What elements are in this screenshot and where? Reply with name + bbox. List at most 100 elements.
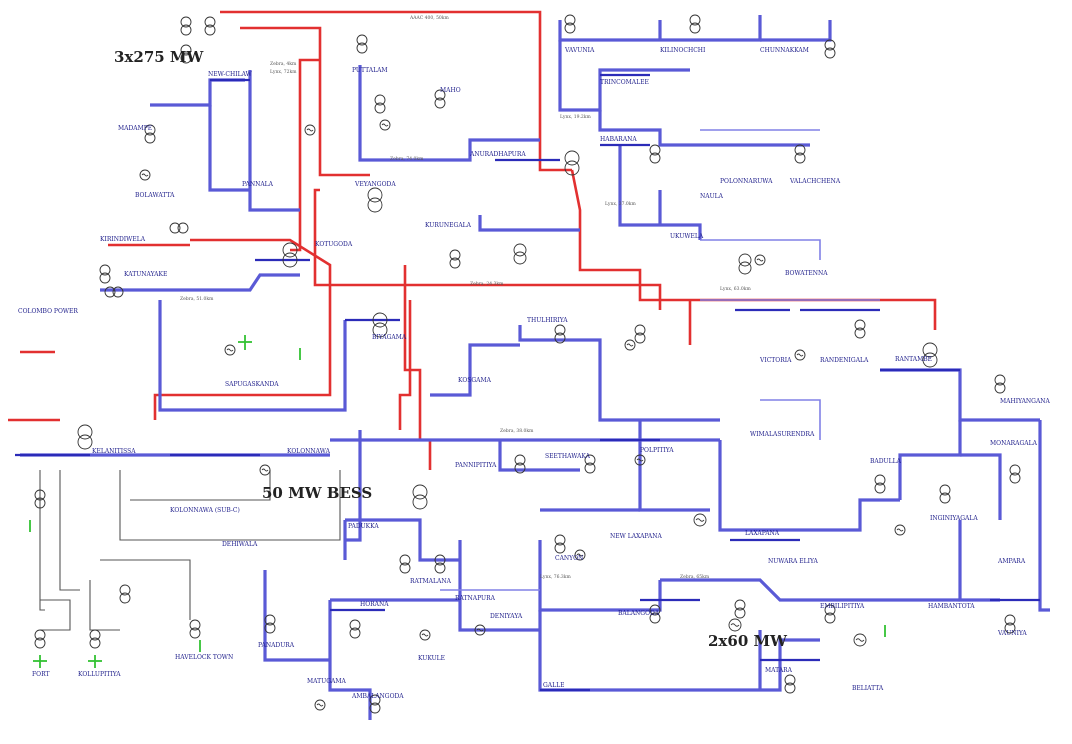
transformer-icon xyxy=(104,286,124,298)
transformer-icon xyxy=(784,674,796,694)
transformer-icon xyxy=(119,584,131,604)
cable-havelock-sub xyxy=(100,559,191,620)
line-seethawaka xyxy=(498,440,580,472)
station-label-colombo-power: COLOMBO POWER xyxy=(18,308,78,315)
station-label-beliatta: BELIATTA xyxy=(852,685,884,692)
station-labels: NEW-CHILAW PUTTALAM MAHO MADAMPE BOLAWAT… xyxy=(18,47,1051,700)
line-label: Zebra, 74.0km xyxy=(390,156,424,162)
line-nuwara-eliya xyxy=(790,498,900,532)
transformer-icon xyxy=(514,454,526,474)
capacitors xyxy=(29,335,886,668)
line-label: Lynx, 72km xyxy=(270,69,297,75)
station-label-ampara: AMPARA xyxy=(997,558,1026,565)
station-label-rantambe: RANTAMBE xyxy=(895,356,932,363)
generator-icon xyxy=(304,124,316,136)
station-label-inginiyagala: INGINIYAGALA xyxy=(930,515,978,522)
line-anuradhapura-rantambe xyxy=(570,169,937,330)
transformers xyxy=(34,14,1021,714)
line-ratnapura xyxy=(458,540,540,632)
line-ampara xyxy=(1038,420,1050,612)
station-label-madampe: MADAMPE xyxy=(118,125,152,132)
station-label-sapugaskanda: SAPUGASKANDA xyxy=(225,381,279,388)
station-label-matugama: MATUGAMA xyxy=(307,678,346,685)
line-laxapana xyxy=(718,440,790,532)
station-label-ratmalana: RATMALANA xyxy=(410,578,452,585)
line-anuradhapura-newchilaw xyxy=(358,65,540,162)
line-polpitiya xyxy=(638,420,710,512)
line-kurunegala xyxy=(478,215,580,232)
cable-dehiwala xyxy=(130,470,271,501)
line-label: Zebra, 24.3km xyxy=(470,281,504,287)
station-label-bowatenna: BOWATENNA xyxy=(785,270,828,277)
generator-icon xyxy=(794,349,806,361)
station-label-biyagama: BIYAGAMA xyxy=(372,334,407,341)
transformer-icon xyxy=(1004,614,1016,634)
station-label-bolawatta: BOLAWATTA xyxy=(135,192,175,199)
station-label-galle: GALLE xyxy=(543,682,564,689)
station-label-padukka: PADUKKA xyxy=(348,523,379,530)
transformer-icon xyxy=(874,474,886,494)
transformer-icon xyxy=(204,16,216,36)
cable-sub-b xyxy=(89,580,120,631)
transformer-icon xyxy=(564,14,576,34)
station-label-havelock: HAVELOCK TOWN xyxy=(175,654,233,661)
transformer-icon xyxy=(282,242,298,268)
generator-icon xyxy=(693,513,707,527)
station-label-anuradhapura: ANURADHAPURA xyxy=(469,151,526,158)
transformer-icon xyxy=(922,342,938,368)
line-puttalam-bus xyxy=(248,70,300,212)
network-220kv xyxy=(8,10,937,470)
station-label-laxapana: LAXAPANA xyxy=(745,530,780,537)
line-katunayake xyxy=(100,273,300,292)
station-label-matara: MATARA xyxy=(765,667,793,674)
station-label-kilinochchi: KILINOCHCHI xyxy=(660,47,706,54)
transformer-icon xyxy=(824,604,836,624)
transformer-icon xyxy=(356,34,368,54)
station-label-deniyaya: DENIYAYA xyxy=(490,613,523,620)
transformer-icon xyxy=(369,694,381,714)
line-newchilaw-kotugoda xyxy=(290,58,320,252)
cable-fort-box xyxy=(40,599,71,631)
station-label-mahiyangana: MAHIYANGANA xyxy=(1000,398,1051,405)
station-label-monaragala: MONARAGALA xyxy=(990,440,1038,447)
transformer-icon xyxy=(264,614,276,634)
transformer-icon xyxy=(99,264,111,284)
line-balangoda xyxy=(538,540,662,612)
station-label-naula: NAULA xyxy=(700,193,724,200)
transformer-icon xyxy=(34,629,46,649)
buses xyxy=(15,73,1040,692)
cable-kollupitiya xyxy=(59,470,80,591)
transformer-icon xyxy=(412,484,428,510)
transformer-icon xyxy=(169,222,189,234)
transformer-icon xyxy=(513,243,527,265)
transformer-icon xyxy=(564,150,580,176)
transformer-icon xyxy=(649,144,661,164)
transformer-icon xyxy=(994,374,1006,394)
station-label-ratnapura: RATNAPURA xyxy=(455,595,496,602)
line-rantambe-east xyxy=(880,368,1040,422)
station-label-dehiwala: DEHIWALA xyxy=(222,541,258,548)
transformer-icon xyxy=(449,249,461,269)
coal-capacity-annotation: 3x275 MW xyxy=(114,48,205,66)
line-label: Zebra, 38.0km xyxy=(500,428,534,434)
station-label-kurunegala: KURUNEGALA xyxy=(425,222,472,229)
hydro-capacity-annotation: 2x60 MW xyxy=(708,632,788,650)
generator-icon xyxy=(139,169,151,181)
network-cables xyxy=(39,470,341,631)
line-wimalasurendra xyxy=(760,399,821,440)
transformer-icon xyxy=(349,619,361,639)
transformer-icon xyxy=(434,89,446,109)
line-padukka xyxy=(345,518,460,562)
generator-icon xyxy=(624,339,636,351)
line-veyangoda-biyagama xyxy=(313,188,662,310)
line-puttalam-veyangoda xyxy=(220,10,572,172)
transformer-icon xyxy=(372,312,388,338)
line-label: Lynx, 19.2km xyxy=(560,114,591,120)
station-label-trincomalee: TRINCOMALEE xyxy=(600,79,649,86)
station-label-kollupitiya: KOLLUPITIYA xyxy=(78,671,121,678)
transformer-icon xyxy=(374,94,386,114)
station-label-veyangoda: VEYANGODA xyxy=(354,181,396,188)
transformer-icon xyxy=(649,604,661,624)
line-south xyxy=(660,578,960,602)
